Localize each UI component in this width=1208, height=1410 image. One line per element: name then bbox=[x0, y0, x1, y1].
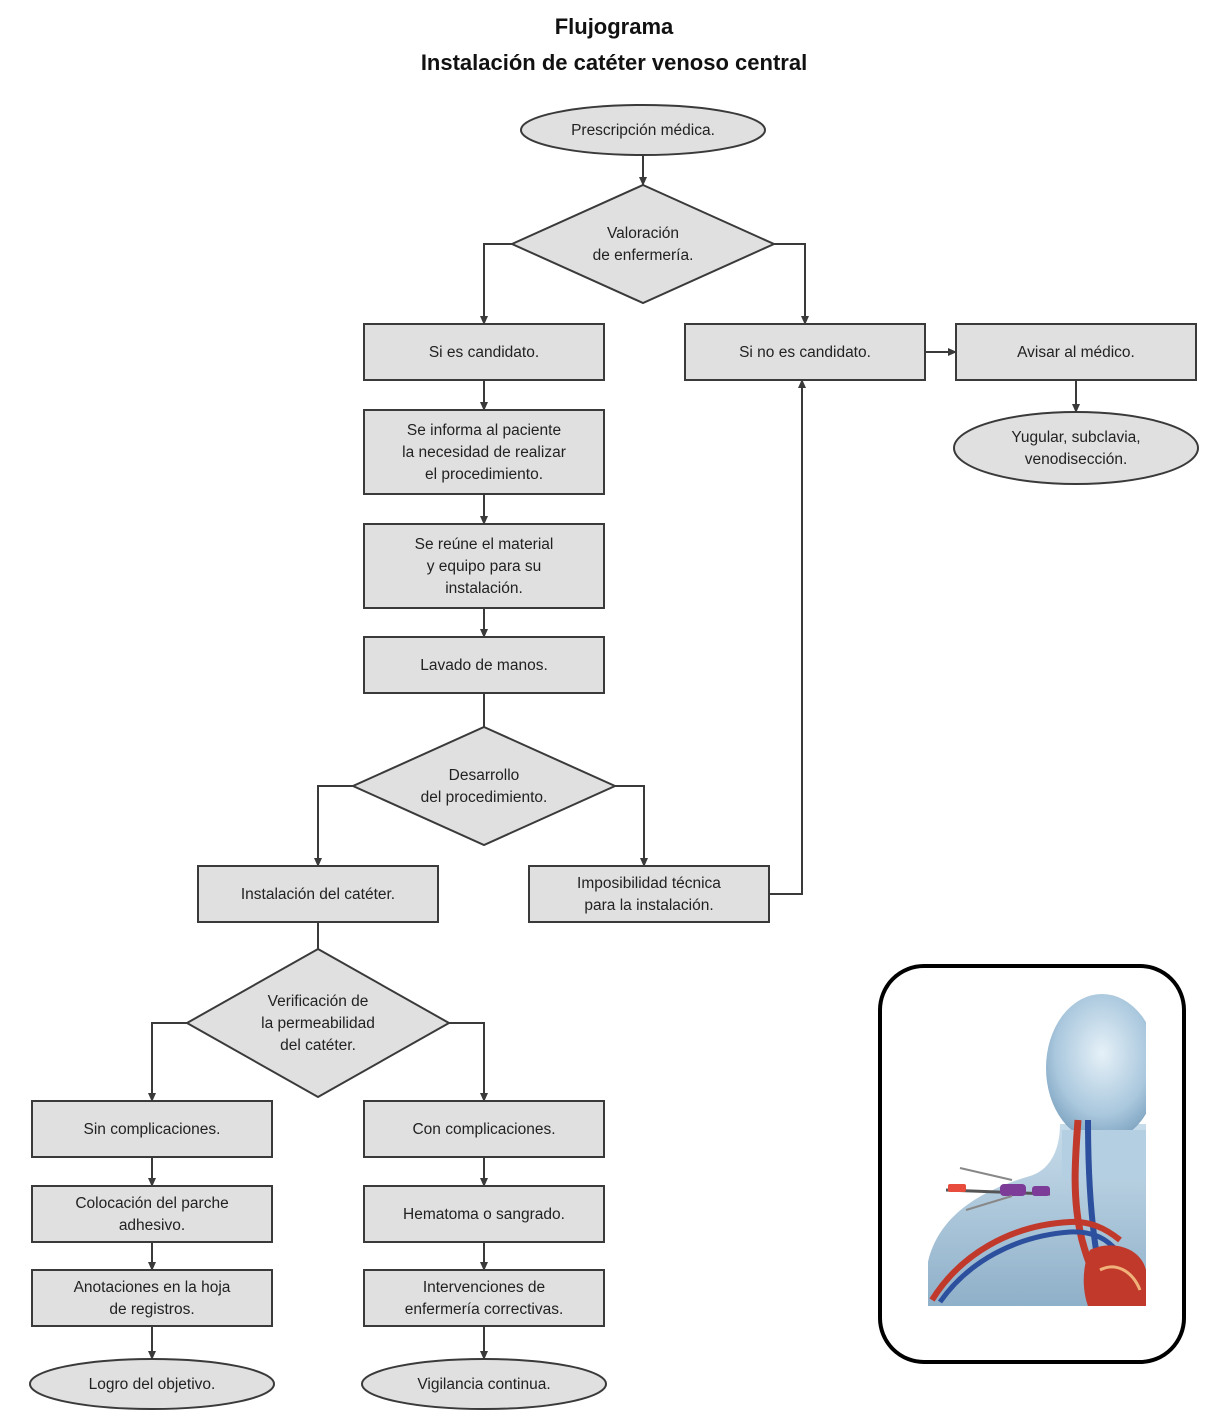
connector-imposibilidad-to-no-candidato bbox=[769, 379, 806, 895]
node-informa-box bbox=[363, 409, 605, 495]
node-candidato-label-line: Si es candidato. bbox=[429, 344, 539, 361]
node-desarrollo-label-line: Desarrollo bbox=[449, 767, 520, 784]
node-parche-box bbox=[31, 1185, 273, 1243]
connector-valoracion-to-candidato bbox=[480, 243, 512, 325]
node-prescripcion-ellipse bbox=[520, 104, 766, 156]
diagram-title: Flujograma bbox=[554, 14, 674, 39]
node-verificacion-diamond bbox=[184, 947, 452, 1099]
node-prescripcion: Prescripción médica. bbox=[520, 104, 766, 156]
node-logro-label-line: Logro del objetivo. bbox=[89, 1376, 216, 1393]
node-desarrollo: Desarrollo del procedimiento. bbox=[350, 725, 618, 847]
node-verificacion-label-line: la permeabilidad bbox=[261, 1015, 375, 1032]
node-vigilancia: Vigilancia continua. bbox=[361, 1358, 607, 1410]
node-candidato: Si es candidato. bbox=[363, 323, 605, 381]
node-imposibilidad-box bbox=[528, 865, 770, 923]
illustration-frame bbox=[878, 964, 1186, 1364]
connector-desarrollo-to-instalacion bbox=[314, 785, 353, 867]
node-yugular-label-line: Yugular, subclavia, bbox=[1011, 429, 1140, 446]
connector-valoracion-to-no-candidato bbox=[774, 243, 809, 325]
node-con-compl-box bbox=[363, 1100, 605, 1158]
node-valoracion: Valoración de enfermería. bbox=[509, 183, 777, 305]
node-informa: Se informa al paciente la necesidad de re… bbox=[363, 409, 605, 495]
node-parche: Colocación del parche adhesivo. bbox=[31, 1185, 273, 1243]
node-instalacion-box bbox=[197, 865, 439, 923]
node-hematoma: Hematoma o sangrado. bbox=[363, 1185, 605, 1243]
node-verificacion-label-line: Verificación de bbox=[268, 993, 369, 1010]
node-yugular: Yugular, subclavia, venodisección. bbox=[953, 411, 1199, 485]
node-vigilancia-label-line: Vigilancia continua. bbox=[417, 1376, 550, 1393]
node-anotaciones-label-line: de registros. bbox=[109, 1301, 194, 1318]
connectors-layer bbox=[148, 155, 1080, 1360]
nodes-layer: Prescripción médica. Valoración de enferme… bbox=[29, 104, 1199, 1410]
node-parche-label-line: Colocación del parche bbox=[75, 1195, 228, 1212]
diagram-subtitle: Instalación de catéter venoso central bbox=[420, 50, 808, 75]
node-lavado: Lavado de manos. bbox=[363, 636, 605, 694]
node-valoracion-diamond bbox=[509, 183, 777, 305]
node-avisar-box bbox=[955, 323, 1197, 381]
node-con-compl: Con complicaciones. bbox=[363, 1100, 605, 1158]
node-anotaciones: Anotaciones en la hoja de registros. bbox=[31, 1269, 273, 1327]
node-informa-label-line: Se informa al paciente bbox=[407, 422, 561, 439]
node-reune-box bbox=[363, 523, 605, 609]
node-yugular-ellipse bbox=[953, 411, 1199, 485]
node-informa-label-line: el procedimiento. bbox=[425, 466, 543, 483]
node-anotaciones-label-line: Anotaciones en la hoja bbox=[74, 1279, 231, 1296]
catheter-anatomy-illustration bbox=[928, 994, 1146, 1306]
node-candidato-box bbox=[363, 323, 605, 381]
node-intervenciones-label-line: Intervenciones de bbox=[423, 1279, 545, 1296]
node-desarrollo-diamond bbox=[350, 725, 618, 847]
node-informa-label-line: la necesidad de realizar bbox=[402, 444, 566, 461]
node-avisar: Avisar al médico. bbox=[955, 323, 1197, 381]
node-imposibilidad-label-line: para la instalación. bbox=[584, 897, 713, 914]
node-desarrollo-label-line: del procedimiento. bbox=[421, 789, 548, 806]
node-sin-compl: Sin complicaciones. bbox=[31, 1100, 273, 1158]
node-intervenciones-label-line: enfermería correctivas. bbox=[405, 1301, 564, 1318]
node-imposibilidad-label-line: Imposibilidad técnica bbox=[577, 875, 721, 892]
node-valoracion-label-line: de enfermería. bbox=[593, 247, 694, 264]
node-reune-label-line: y equipo para su bbox=[427, 558, 542, 575]
node-valoracion-label-line: Valoración bbox=[607, 225, 679, 242]
node-reune-label-line: instalación. bbox=[445, 580, 523, 597]
node-parche-label-line: adhesivo. bbox=[119, 1217, 185, 1234]
node-logro-ellipse bbox=[29, 1358, 275, 1410]
node-prescripcion-label-line: Prescripción médica. bbox=[571, 122, 715, 139]
connector-verificacion-to-con-compl bbox=[449, 1022, 488, 1102]
node-anotaciones-box bbox=[31, 1269, 273, 1327]
node-lavado-label-line: Lavado de manos. bbox=[420, 657, 548, 674]
node-verificacion: Verificación de la permeabilidad del catét… bbox=[184, 947, 452, 1099]
node-lavado-box bbox=[363, 636, 605, 694]
node-con-compl-label-line: Con complicaciones. bbox=[412, 1121, 555, 1138]
node-reune: Se reúne el material y equipo para su inst… bbox=[363, 523, 605, 609]
node-reune-label-line: Se reúne el material bbox=[415, 536, 554, 553]
node-vigilancia-ellipse bbox=[361, 1358, 607, 1410]
node-hematoma-box bbox=[363, 1185, 605, 1243]
node-intervenciones: Intervenciones de enfermería correctivas. bbox=[363, 1269, 605, 1327]
node-verificacion-label-line: del catéter. bbox=[280, 1037, 356, 1054]
node-hematoma-label-line: Hematoma o sangrado. bbox=[403, 1206, 565, 1223]
node-imposibilidad: Imposibilidad técnica para la instalación… bbox=[528, 865, 770, 923]
node-logro: Logro del objetivo. bbox=[29, 1358, 275, 1410]
connector-desarrollo-to-imposibilidad bbox=[615, 785, 648, 867]
node-no-candidato-label-line: Si no es candidato. bbox=[739, 344, 871, 361]
connector-verificacion-to-sin-compl bbox=[148, 1022, 187, 1102]
node-instalacion: Instalación del catéter. bbox=[197, 865, 439, 923]
node-instalacion-label-line: Instalación del catéter. bbox=[241, 886, 395, 903]
node-sin-compl-label-line: Sin complicaciones. bbox=[84, 1121, 221, 1138]
node-avisar-label-line: Avisar al médico. bbox=[1017, 344, 1135, 361]
node-yugular-label-line: venodisección. bbox=[1025, 451, 1128, 468]
node-no-candidato-box bbox=[684, 323, 926, 381]
node-intervenciones-box bbox=[363, 1269, 605, 1327]
node-sin-compl-box bbox=[31, 1100, 273, 1158]
node-no-candidato: Si no es candidato. bbox=[684, 323, 926, 381]
